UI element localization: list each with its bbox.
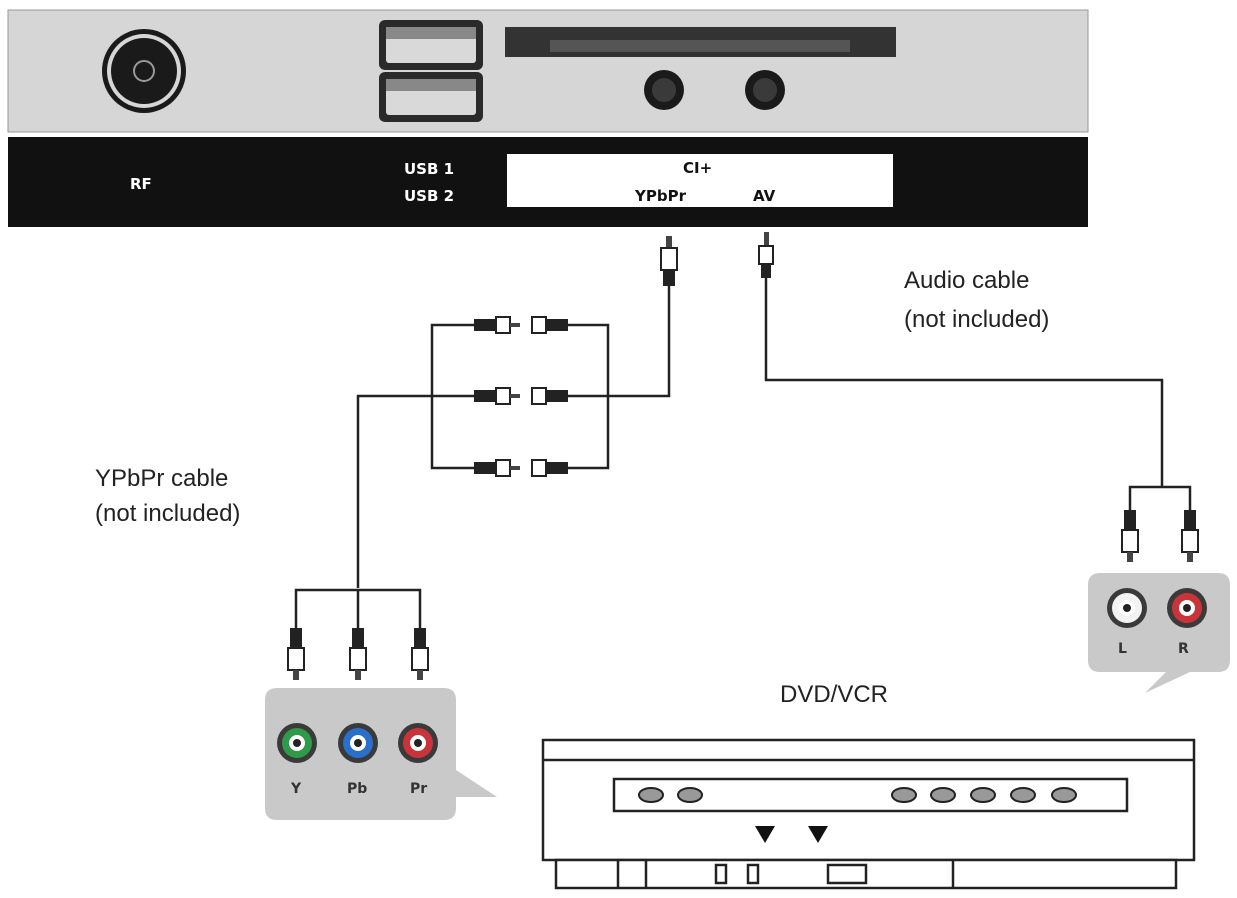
triangle-marker-right xyxy=(808,826,828,843)
av-panel-plug xyxy=(758,232,774,278)
label-ypbpr: YPbPr xyxy=(634,187,687,205)
component-jack-pr xyxy=(398,723,438,763)
caption-ypbpr-cable: YPbPr cable xyxy=(95,465,228,492)
audio-plugs xyxy=(1121,510,1199,562)
jack-label-l: L xyxy=(1118,641,1127,657)
jack-label-r: R xyxy=(1178,641,1189,657)
rca-couplers xyxy=(474,316,568,477)
label-ci: CI+ xyxy=(683,159,712,177)
dvd-vcr-device xyxy=(541,738,1196,890)
ci-slot xyxy=(505,27,896,57)
audio-jack-l xyxy=(1107,588,1147,628)
cable-wires xyxy=(294,275,1192,632)
label-av: AV xyxy=(753,187,776,205)
audio-jack-r xyxy=(1167,588,1207,628)
caption-device: DVD/VCR xyxy=(780,681,888,708)
caption-ypbpr-cable-note: (not included) xyxy=(95,500,240,527)
label-rf: RF xyxy=(130,175,152,193)
component-plugs xyxy=(287,628,429,680)
audio-jack-panel: L R xyxy=(1088,573,1230,693)
tv-back-panel: RF USB 1 USB 2 CI+ YPbPr AV xyxy=(7,9,1089,227)
component-jack-y xyxy=(277,723,317,763)
device-buttons xyxy=(638,787,1077,803)
jack-label-y: Y xyxy=(290,781,302,797)
label-box xyxy=(507,154,893,207)
ypbpr-av-jacks xyxy=(644,70,785,110)
label-usb1: USB 1 xyxy=(404,160,454,178)
component-jack-pb xyxy=(338,723,378,763)
caption-audio-cable-note: (not included) xyxy=(904,306,1049,333)
jack-label-pb: Pb xyxy=(347,781,367,797)
jack-label-pr: Pr xyxy=(410,781,427,797)
triangle-marker-left xyxy=(755,826,775,843)
component-jack-panel: Y Pb Pr xyxy=(265,688,497,820)
label-usb2: USB 2 xyxy=(404,187,454,205)
caption-audio-cable: Audio cable xyxy=(904,267,1029,294)
ypbpr-panel-plug xyxy=(660,236,678,286)
rf-jack xyxy=(102,29,186,113)
usb-ports xyxy=(379,20,483,122)
